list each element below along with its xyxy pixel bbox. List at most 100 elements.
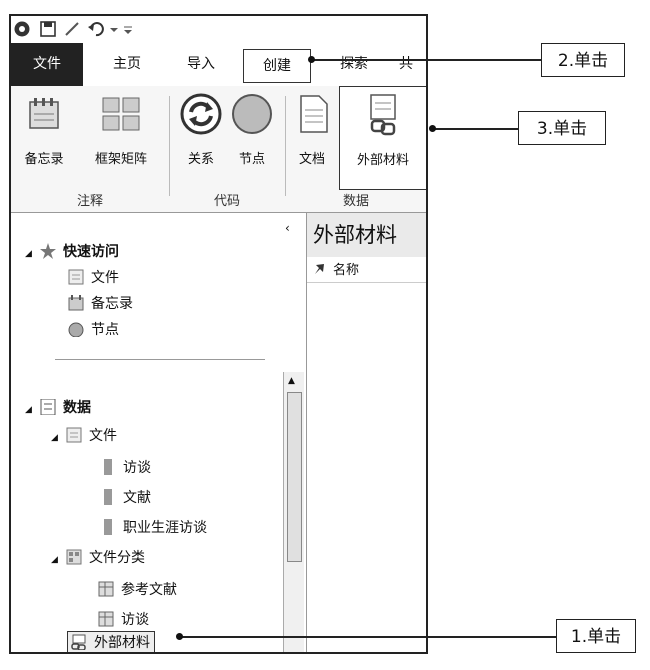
- expand-triangle-icon[interactable]: ◢: [25, 249, 32, 259]
- ribbon-separator: [169, 96, 170, 196]
- pin-icon: [315, 264, 324, 274]
- callout-line: [180, 636, 556, 638]
- tab-file[interactable]: 文件: [11, 43, 83, 86]
- tab-home[interactable]: 主页: [113, 56, 141, 72]
- group-data-label: 数据: [342, 194, 369, 209]
- ribbon-separator: [285, 96, 286, 196]
- external-material-button[interactable]: 外部材料: [339, 86, 426, 190]
- node-button[interactable]: 节点: [227, 92, 277, 167]
- nav-label: 文件: [91, 270, 119, 286]
- callout-line: [432, 128, 518, 130]
- document-icon: [104, 459, 112, 475]
- tab-explore[interactable]: 探索: [340, 56, 368, 72]
- data-icon: [40, 399, 56, 415]
- relation-button[interactable]: 关系: [175, 92, 227, 167]
- node-icon: [232, 94, 272, 134]
- star-icon: [40, 243, 56, 259]
- dropdown-icon[interactable]: [109, 20, 119, 38]
- nav-qa-node[interactable]: 节点: [67, 319, 119, 341]
- relation-icon: [180, 93, 222, 135]
- nav-label: 外部材料: [94, 635, 150, 651]
- callout-dot: [429, 125, 436, 132]
- panel-title: 外部材料: [307, 213, 426, 257]
- nav-scrollbar[interactable]: ▲: [283, 372, 304, 652]
- nav-interview[interactable]: 访谈: [99, 457, 151, 479]
- nav-label: 快速访问: [63, 244, 119, 260]
- tab-import[interactable]: 导入: [187, 56, 215, 72]
- ribbon-tabs: 文件 主页 导入 创建 探索 共: [11, 43, 426, 87]
- file-icon: [68, 269, 84, 285]
- nav-divider: [55, 359, 265, 360]
- nav-literature[interactable]: 文献: [99, 487, 151, 509]
- nav-file-category[interactable]: ◢ 文件分类: [51, 547, 145, 569]
- column-header-label: 名称: [333, 263, 360, 278]
- group-annotation-label: 注释: [76, 194, 103, 209]
- category-icon: [98, 581, 114, 597]
- folder-icon: [66, 427, 82, 443]
- nav-label: 文件分类: [89, 550, 145, 566]
- nav-label: 备忘录: [91, 296, 133, 312]
- nav-category-interview[interactable]: 访谈: [97, 609, 149, 631]
- nav-external-material[interactable]: 外部材料: [67, 631, 155, 652]
- memo-icon: [68, 295, 84, 311]
- callout-step1: 1.单击: [556, 619, 636, 653]
- app-window: 文件 主页 导入 创建 探索 共 备忘录 框架矩阵 关系 节点 文档: [9, 14, 428, 654]
- navigation-pane: ‹ ◢ 快速访问 文件 备忘录 节点 ◢ 数据 ◢ 文件 访谈 文献 职业生涯访谈: [11, 213, 307, 652]
- callout-line: [311, 59, 541, 61]
- external-icon: [370, 94, 396, 136]
- nav-references[interactable]: 参考文献: [97, 579, 177, 601]
- category-icon: [98, 611, 114, 627]
- expand-triangle-icon[interactable]: ◢: [51, 433, 58, 443]
- scrollbar-thumb[interactable]: [287, 392, 302, 562]
- memo-button[interactable]: 备忘录: [15, 92, 73, 167]
- relation-label: 关系: [187, 152, 214, 167]
- tab-create[interactable]: 创建: [243, 49, 311, 83]
- nav-label: 文献: [123, 490, 151, 506]
- document-icon: [104, 519, 112, 535]
- matrix-icon: [102, 97, 140, 131]
- memo-icon: [29, 98, 59, 129]
- nav-data[interactable]: ◢ 数据: [25, 397, 91, 419]
- group-code-label: 代码: [213, 194, 240, 209]
- node-icon: [68, 322, 84, 337]
- callout-dot: [308, 56, 315, 63]
- external-icon: [71, 634, 86, 650]
- nav-label: 职业生涯访谈: [123, 520, 207, 536]
- tab-share[interactable]: 共: [399, 56, 413, 72]
- framework-matrix-label: 框架矩阵: [94, 152, 147, 167]
- callout-step3: 3.单击: [518, 111, 606, 145]
- nav-label: 节点: [91, 322, 119, 338]
- nav-data-file[interactable]: ◢ 文件: [51, 425, 117, 447]
- category-icon: [66, 549, 82, 565]
- document-label: 文档: [298, 152, 325, 167]
- document-icon: [300, 95, 328, 133]
- quick-access-toolbar: [11, 16, 426, 44]
- nav-career-interview[interactable]: 职业生涯访谈: [99, 517, 207, 539]
- pen-icon[interactable]: [63, 20, 81, 38]
- document-button[interactable]: 文档: [291, 92, 333, 167]
- undo-icon[interactable]: [87, 20, 105, 38]
- customize-icon[interactable]: [123, 20, 133, 38]
- nav-qa-memo[interactable]: 备忘录: [67, 293, 133, 315]
- node-label: 节点: [238, 152, 265, 167]
- column-header-name[interactable]: 名称: [307, 259, 426, 283]
- nav-label: 文件: [89, 428, 117, 444]
- memo-label: 备忘录: [24, 152, 64, 167]
- callout-step2: 2.单击: [541, 43, 625, 77]
- expand-triangle-icon[interactable]: ◢: [51, 555, 58, 565]
- scroll-up-icon[interactable]: ▲: [288, 376, 295, 386]
- nav-label: 数据: [63, 400, 91, 416]
- collapse-pane-icon[interactable]: ‹: [285, 221, 290, 235]
- nav-quick-access[interactable]: ◢ 快速访问: [25, 241, 119, 263]
- expand-triangle-icon[interactable]: ◢: [25, 405, 32, 415]
- nav-label: 参考文献: [121, 582, 177, 598]
- document-icon: [104, 489, 112, 505]
- nav-qa-file[interactable]: 文件: [67, 267, 119, 289]
- framework-matrix-button[interactable]: 框架矩阵: [81, 92, 161, 167]
- app-icon[interactable]: [13, 20, 31, 38]
- content-panel: 外部材料 名称: [307, 213, 426, 652]
- external-material-label: 外部材料: [356, 153, 409, 168]
- nav-label: 访谈: [123, 460, 151, 476]
- ribbon: 备忘录 框架矩阵 关系 节点 文档 外部材料 注释 代码 数据: [11, 86, 426, 213]
- save-icon[interactable]: [39, 20, 57, 38]
